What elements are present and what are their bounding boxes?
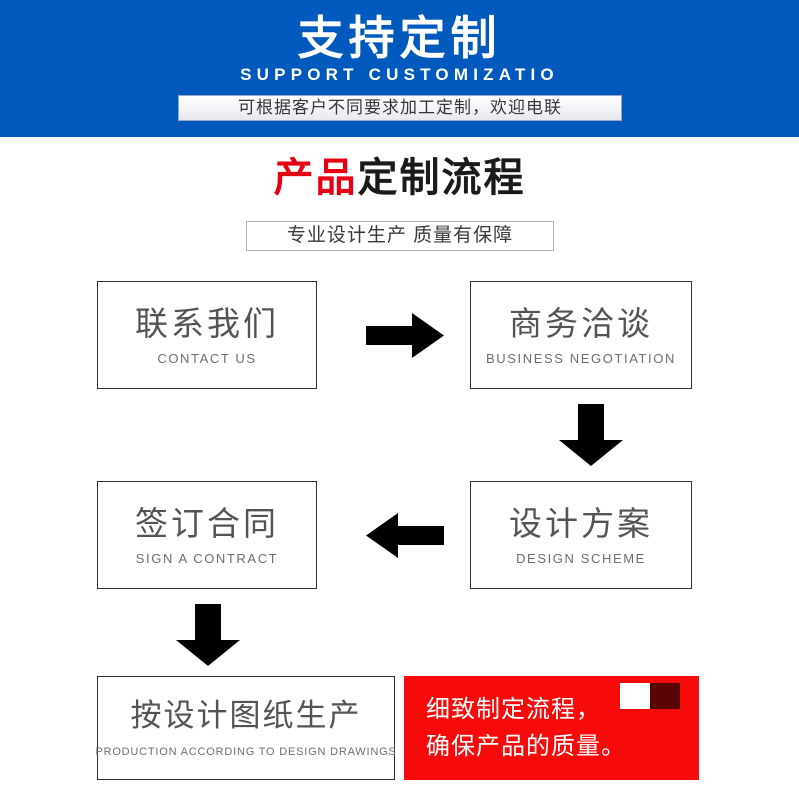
arrow-right-icon [366, 313, 444, 358]
flow-step-label-en: BUSINESS NEGOTIATION [486, 350, 676, 366]
flow-step-sign-a-contract[interactable]: 签订合同 SIGN A CONTRACT [97, 481, 317, 589]
section-title: 产品定制流程 [0, 152, 799, 204]
flow-step-label-cn: 按设计图纸生产 [130, 698, 362, 733]
banner-subtitle: SUPPORT CUSTOMIZATIO [240, 65, 559, 84]
flow-step-label-en: DESIGN SCHEME [516, 550, 646, 566]
section-title-rest: 定制流程 [357, 156, 526, 200]
flow-step-label-cn: 签订合同 [135, 504, 279, 542]
color-swatch-dark [650, 683, 680, 709]
header-banner: 支持定制 SUPPORT CUSTOMIZATIO 可根据客户不同要求加工定制，… [0, 0, 799, 137]
section-subtitle-text: 专业设计生产 质量有保障 [286, 225, 514, 246]
flow-step-production[interactable]: 按设计图纸生产 PRODUCTION ACCORDING TO DESIGN D… [95, 676, 397, 780]
flow-step-label-en: CONTACT US [157, 350, 257, 366]
arrow-left-icon [366, 513, 444, 558]
flow-step-business-negotiation[interactable]: 商务洽谈 BUSINESS NEGOTIATION [470, 281, 692, 389]
flow-step-label-en: SIGN A CONTRACT [135, 550, 279, 566]
flow-step-design-scheme[interactable]: 设计方案 DESIGN SCHEME [470, 481, 692, 589]
section-title-highlight: 产品 [273, 156, 358, 200]
flow-step-label-cn: 设计方案 [509, 504, 653, 542]
banner-tagline-box: 可根据客户不同要求加工定制，欢迎电联 [178, 95, 622, 121]
flow-step-label-cn: 联系我们 [135, 304, 279, 342]
arrow-down-icon [559, 404, 623, 466]
callout-line-2: 确保产品的质量。 [426, 733, 626, 760]
banner-title: 支持定制 [297, 12, 502, 64]
banner-tagline-text: 可根据客户不同要求加工定制，欢迎电联 [238, 98, 562, 117]
flow-step-contact-us[interactable]: 联系我们 CONTACT US [97, 281, 317, 389]
section-subtitle-box: 专业设计生产 质量有保障 [246, 221, 554, 251]
color-swatch-light [620, 683, 650, 709]
flow-step-label-cn: 商务洽谈 [509, 304, 653, 342]
arrow-down-icon [176, 604, 240, 666]
flow-step-label-en: PRODUCTION ACCORDING TO DESIGN DRAWINGS [95, 746, 397, 758]
callout-line-1: 细致制定流程， [426, 696, 601, 723]
